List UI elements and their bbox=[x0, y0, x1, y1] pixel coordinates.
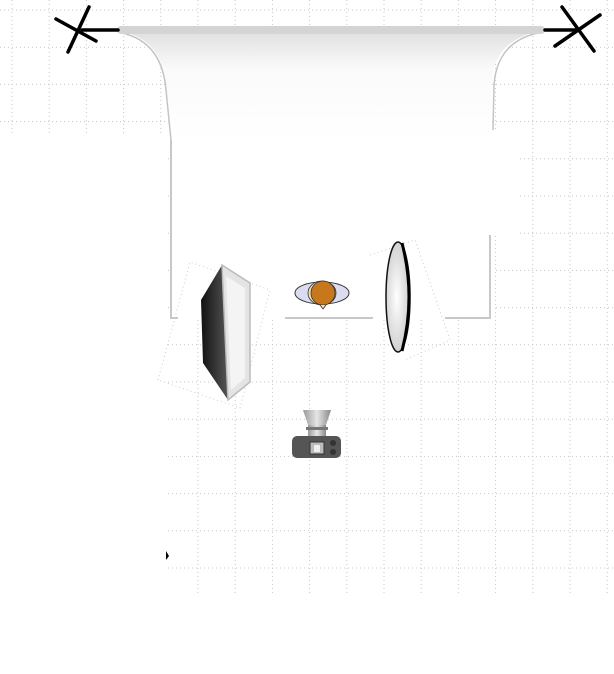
cursor-icon bbox=[166, 551, 169, 560]
light-stand-icon-right[interactable] bbox=[543, 5, 602, 53]
person-icon[interactable] bbox=[294, 280, 350, 310]
backdrop[interactable] bbox=[117, 26, 545, 319]
reflector-icon[interactable] bbox=[369, 239, 451, 361]
blank-regions bbox=[0, 130, 614, 674]
camera-icon[interactable] bbox=[292, 410, 341, 458]
backdrop-bar bbox=[117, 26, 545, 34]
light-stand-icon-left[interactable] bbox=[54, 5, 120, 54]
softbox-icon[interactable] bbox=[157, 261, 271, 409]
